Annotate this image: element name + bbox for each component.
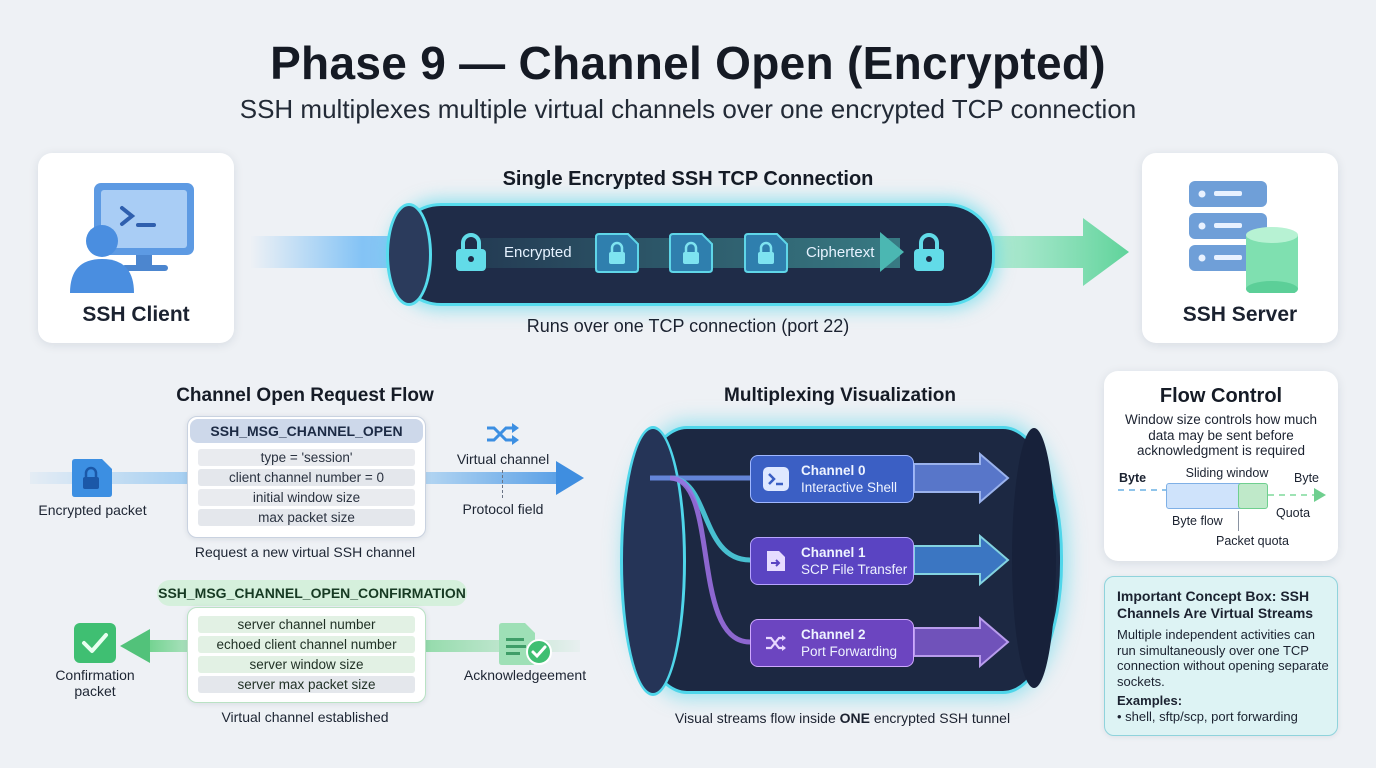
request-beam-right	[425, 472, 560, 484]
packet-quota-label: Packet quota	[1216, 534, 1289, 548]
virtual-channel-label: Virtual channel	[456, 451, 550, 467]
encrypted-packet-label: Encrypted packet	[38, 502, 147, 518]
confirm-field: echoed client channel number	[198, 636, 415, 653]
sliding-window-label: Sliding window	[1185, 466, 1269, 480]
confirm-caption: Virtual channel established	[221, 709, 389, 725]
channel-2-desc: Port Forwarding	[801, 644, 898, 659]
port-forward-icon	[766, 635, 786, 651]
channel-0-box: Channel 0 Interactive Shell	[750, 455, 914, 503]
ciphertext-label: Ciphertext	[806, 244, 875, 261]
multiplexing-caption-pre: Visual streams flow inside	[674, 710, 840, 726]
confirm-field: server max packet size	[198, 676, 415, 693]
channel-open-caption: Request a new virtual SSH channel	[194, 544, 416, 560]
file-transfer-icon	[767, 551, 785, 571]
server-database-icon	[1189, 181, 1298, 293]
channel-2-box: Channel 2 Port Forwarding	[750, 619, 914, 667]
channel-open-message-type: SSH_MSG_CHANNEL_OPEN	[190, 419, 423, 443]
encrypted-label: Encrypted	[504, 244, 572, 261]
multiplex-streams	[650, 451, 1010, 669]
ssh-server-label: SSH Server	[1182, 303, 1298, 326]
ssh-server-card: SSH Server	[1142, 153, 1338, 343]
flow-byte-right: Byte	[1294, 471, 1320, 485]
acknowledgement-label: Acknowledgeement	[463, 667, 587, 683]
ssh-client-label: SSH Client	[82, 303, 190, 326]
client-data-beam	[250, 236, 410, 268]
page-subtitle: SSH multiplexes multiple virtual channel…	[239, 94, 1137, 124]
multiplexing-caption: Visual streams flow inside ONE encrypted…	[600, 710, 1085, 726]
page-title: Phase 9 — Channel Open (Encrypted)	[270, 37, 1106, 89]
confirmation-packet-label: Confirmation packet	[55, 667, 135, 699]
channel-open-field: max packet size	[198, 509, 415, 526]
packet-quota-pointer	[1238, 511, 1239, 531]
channel-0-desc: Interactive Shell	[801, 480, 898, 495]
concept-examples-label: Examples:	[1117, 693, 1183, 708]
confirm-beam-left	[150, 640, 190, 652]
channel-open-confirmation-message: server channel number echoed client chan…	[187, 607, 426, 703]
encrypted-packet-icon	[669, 233, 713, 273]
concept-example-item: • shell, sftp/scp, port forwarding	[1117, 709, 1298, 724]
channel-1-desc: SCP File Transfer	[801, 562, 908, 577]
tunnel-mouth	[386, 203, 432, 306]
byte-flow-dash	[1118, 489, 1168, 491]
lock-icon	[456, 233, 486, 271]
channel-open-field: type = 'session'	[198, 449, 415, 466]
ssh-client-card: SSH Client	[38, 153, 234, 343]
concept-box-title: Important Concept Box: SSH Channels Are …	[1117, 588, 1314, 621]
confirm-arrowhead	[120, 629, 150, 663]
concept-box: Important Concept Box: SSH Channels Are …	[1104, 576, 1338, 736]
server-arrow	[985, 218, 1129, 286]
tunnel-flow-arrowhead	[880, 232, 904, 272]
multiplexing-heading: Multiplexing Visualization	[724, 385, 956, 406]
concept-example-text: shell, sftp/scp, port forwarding	[1125, 709, 1298, 724]
channel-0-name: Channel 0	[801, 463, 866, 478]
multiplex-tunnel-mouth	[620, 426, 686, 696]
flow-arrowhead	[1314, 488, 1326, 502]
channel-1-box: Channel 1 SCP File Transfer	[750, 537, 914, 585]
flow-control-heading: Flow Control	[1159, 385, 1283, 407]
shuffle-icon	[487, 423, 519, 445]
confirm-field: server window size	[198, 656, 415, 673]
quota-bar	[1238, 483, 1268, 509]
tunnel-title: Single Encrypted SSH TCP Connection	[502, 168, 874, 190]
concept-box-body: Multiple independent activities can run …	[1117, 627, 1329, 689]
multiplexing-caption-post: encrypted SSH tunnel	[869, 710, 1011, 726]
protocol-field-pointer	[502, 470, 503, 498]
channel-open-message: SSH_MSG_CHANNEL_OPEN type = 'session' cl…	[187, 416, 426, 538]
protocol-field-label: Protocol field	[462, 501, 544, 517]
multiplexing-caption-bold: ONE	[839, 710, 870, 726]
channel-2-name: Channel 2	[801, 627, 866, 642]
request-flow-heading: Channel Open Request Flow	[176, 385, 434, 406]
channel-1-name: Channel 1	[801, 545, 866, 560]
channel-open-field: initial window size	[198, 489, 415, 506]
byte-flow-label: Byte flow	[1172, 514, 1223, 528]
flow-control-card: Flow Control Window size controls how mu…	[1104, 371, 1338, 561]
client-computer-icon	[70, 183, 194, 293]
flow-control-desc: Window size controls how much data may b…	[1124, 412, 1318, 458]
tunnel-caption: Runs over one TCP connection (port 22)	[526, 316, 850, 336]
confirm-field: server channel number	[198, 616, 415, 633]
confirm-message-type: SSH_MSG_CHANNEL_OPEN_CONFIRMATION	[157, 580, 467, 606]
encrypted-packet-icon	[744, 233, 788, 273]
encrypted-packet-icon	[595, 233, 639, 273]
quota-dash	[1268, 494, 1318, 496]
multiplex-tunnel-end	[1012, 428, 1056, 688]
lock-icon	[914, 233, 944, 271]
encrypted-packet-icon	[72, 459, 112, 497]
channel-open-field: client channel number = 0	[198, 469, 415, 486]
acknowledgement-doc-icon	[499, 623, 552, 665]
request-arrowhead	[556, 461, 584, 495]
terminal-icon	[763, 467, 789, 491]
flow-byte-left: Byte	[1119, 471, 1147, 485]
check-icon	[74, 623, 116, 663]
quota-label: Quota	[1276, 506, 1311, 520]
